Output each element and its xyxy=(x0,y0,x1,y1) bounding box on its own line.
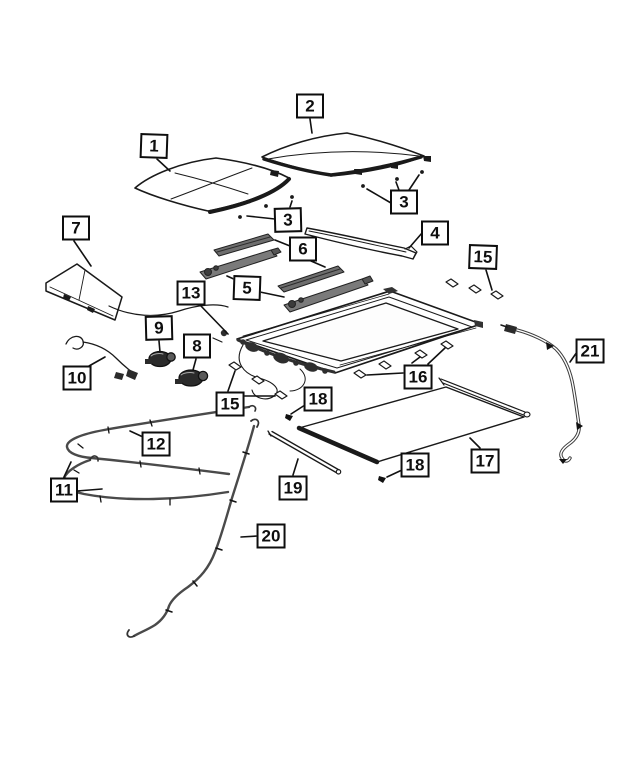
retainer-clip xyxy=(490,290,504,300)
leader-15-right xyxy=(485,269,493,291)
leader-16 xyxy=(366,347,446,376)
leader-9 xyxy=(158,340,161,353)
glass-bracket-clip xyxy=(390,163,398,169)
sunroof-motor xyxy=(175,369,209,387)
fixed-glass-panel xyxy=(261,132,431,177)
sunshade xyxy=(296,377,531,465)
leader-20 xyxy=(240,535,259,538)
retainer-clip xyxy=(468,284,482,294)
callout-box-11[interactable]: 11 xyxy=(50,477,78,503)
callout-box-12[interactable]: 12 xyxy=(141,431,171,457)
callout-box-21[interactable]: 21 xyxy=(575,338,605,364)
wiring-harness xyxy=(65,335,138,380)
wind-deflector-rail xyxy=(304,227,418,260)
callout-box-3-left[interactable]: 3 xyxy=(273,207,303,233)
callout-box-6[interactable]: 6 xyxy=(289,236,317,262)
leader-2 xyxy=(309,118,313,134)
callout-box-10[interactable]: 10 xyxy=(62,365,92,391)
fastener-dots xyxy=(238,170,424,219)
leader-15-left xyxy=(227,370,276,397)
leader-1 xyxy=(156,158,171,172)
lower-channel-strip xyxy=(267,430,342,475)
sunroof-glass-panel xyxy=(134,157,291,214)
callout-box-18-right[interactable]: 18 xyxy=(400,452,430,478)
drain-hose-long xyxy=(126,418,260,638)
callout-box-9[interactable]: 9 xyxy=(144,315,174,341)
leader-lines xyxy=(63,118,578,538)
callout-box-20[interactable]: 20 xyxy=(256,523,286,549)
retainer-clip xyxy=(353,369,367,379)
leader-4 xyxy=(408,232,423,249)
leader-18-left xyxy=(290,404,306,415)
retainer-clip xyxy=(378,360,392,370)
callout-box-1[interactable]: 1 xyxy=(139,133,169,159)
retainer-clip xyxy=(414,349,428,359)
callout-box-2[interactable]: 2 xyxy=(296,93,324,119)
callout-box-5[interactable]: 5 xyxy=(232,275,262,301)
callout-box-19[interactable]: 19 xyxy=(278,475,308,501)
glass-bracket-clip xyxy=(354,169,362,175)
leader-8 xyxy=(192,358,197,371)
callout-box-8[interactable]: 8 xyxy=(183,333,211,359)
retainer-clip xyxy=(251,375,265,385)
leader-17 xyxy=(469,437,481,449)
leader-19 xyxy=(292,458,299,476)
sunshade-motor xyxy=(145,350,176,368)
callout-box-3-right[interactable]: 3 xyxy=(390,189,418,215)
callout-box-17[interactable]: 17 xyxy=(470,448,500,474)
sunroof-frame xyxy=(212,287,483,400)
callout-box-7[interactable]: 7 xyxy=(62,215,90,241)
glass-bracket-clip xyxy=(270,170,279,177)
callout-box-18-left[interactable]: 18 xyxy=(303,386,333,412)
leader-3-right xyxy=(366,174,420,204)
leader-11 xyxy=(63,461,103,492)
leader-6 xyxy=(274,239,326,268)
drain-hose-rear xyxy=(500,324,583,464)
callout-box-15-right[interactable]: 15 xyxy=(468,244,498,270)
retainer-clip xyxy=(440,340,454,350)
leader-18-right xyxy=(386,469,403,478)
callout-box-4[interactable]: 4 xyxy=(421,220,449,246)
leader-12 xyxy=(129,430,144,438)
retainer-clip xyxy=(445,278,459,288)
callout-box-13[interactable]: 13 xyxy=(176,280,206,306)
callout-box-16[interactable]: 16 xyxy=(403,364,433,390)
fastener-clips xyxy=(285,414,386,483)
leader-7 xyxy=(73,240,92,267)
guide-rails xyxy=(199,233,374,313)
retainer-clip xyxy=(228,361,242,371)
header-trim-panel xyxy=(45,263,229,321)
leader-13 xyxy=(199,304,229,335)
callout-box-15-left[interactable]: 15 xyxy=(215,391,245,417)
leader-3-left xyxy=(246,200,293,220)
glass-bracket-clip xyxy=(423,156,431,162)
leader-10 xyxy=(88,356,106,367)
